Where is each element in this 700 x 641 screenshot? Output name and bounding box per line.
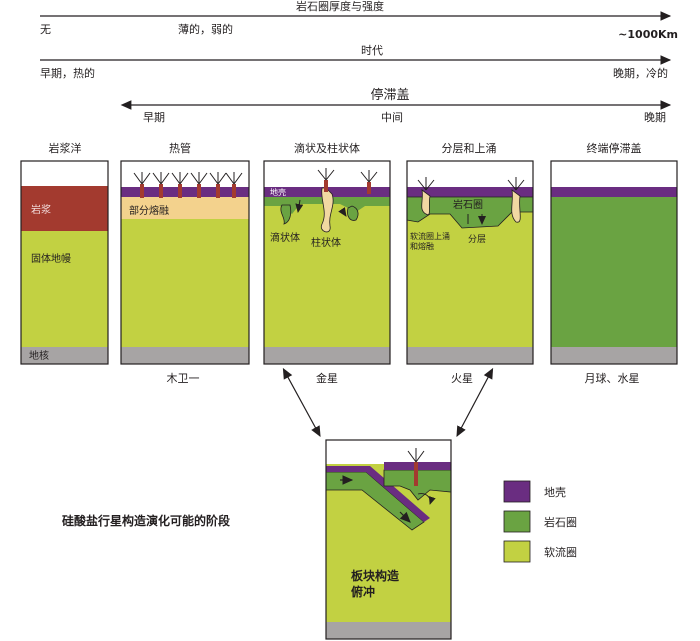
crust-label: 地壳 xyxy=(270,187,286,197)
legend-swatch-asthenosphere xyxy=(503,540,531,563)
thickness-right-label: ~1000Km xyxy=(618,28,678,41)
stagnant-mid-label: 中间 xyxy=(381,111,403,124)
panel-title: 分层和上涌 xyxy=(442,142,497,155)
stagnant-late-label: 晚期 xyxy=(644,111,666,124)
core-label: 地核 xyxy=(29,349,49,362)
drip-shape xyxy=(347,205,359,221)
link-arrow-venus xyxy=(282,367,321,438)
drip-shape xyxy=(280,204,292,225)
thickness-title: 岩石圈厚度与强度 xyxy=(296,0,384,13)
plume-label: 柱状体 xyxy=(311,236,341,249)
legend: 地壳 岩石圈 软流圈 xyxy=(503,480,577,563)
panel-drips-plumes: 滴状及柱状体 地壳 滴状体 柱状体 金星 xyxy=(263,141,391,385)
core-layer xyxy=(21,347,108,364)
panel-title: 岩浆洋 xyxy=(49,141,82,155)
magma-layer xyxy=(21,186,108,231)
plume-shape xyxy=(320,187,334,233)
example-planet: 金星 xyxy=(316,371,338,385)
core-layer xyxy=(264,347,390,364)
panel-title: 热管 xyxy=(169,141,191,155)
panel-heat-pipe: 热管 部分熔融 木卫一 xyxy=(120,141,250,385)
panel-title: 终端停滞盖 xyxy=(587,141,642,155)
core-layer xyxy=(121,347,249,364)
core-layer xyxy=(551,347,677,364)
stagnant-lid-axis: 停滞盖 早期 中间 晚期 xyxy=(120,87,672,124)
time-right-label: 晚期，冷的 xyxy=(613,66,668,80)
subducting-crust xyxy=(326,466,430,522)
subduction-label: 俯冲 xyxy=(351,584,375,599)
thickness-axis: 岩石圈厚度与强度 无 薄的，弱的 ~1000Km xyxy=(40,0,678,41)
solid-mantle-layer xyxy=(21,231,108,347)
mantle-layer xyxy=(121,219,249,347)
plate-tectonics-label: 板块构造 xyxy=(351,568,400,583)
time-axis: 时代 早期，热的 晚期，冷的 xyxy=(40,44,672,80)
thickness-mid-label: 薄的，弱的 xyxy=(178,22,233,36)
drip-label: 滴状体 xyxy=(270,231,300,244)
core-layer xyxy=(407,347,533,364)
heat-pipe-conduits xyxy=(133,172,243,198)
figure-caption: 硅酸盐行星构造演化可能的阶段 xyxy=(62,513,231,528)
magma-label: 岩浆 xyxy=(31,203,51,216)
lithosphere-layer xyxy=(264,197,390,214)
solid-mantle-label: 固体地幔 xyxy=(31,252,71,265)
melting-label: 和熔融 xyxy=(410,241,434,251)
lithosphere-label: 岩石圈 xyxy=(453,198,483,211)
upwelling-label: 软流圈上涌 xyxy=(410,231,450,241)
core-layer xyxy=(326,622,451,639)
crust-layer xyxy=(407,187,533,197)
panel-plate-tectonics: 板块构造 俯冲 xyxy=(325,439,452,640)
time-left-label: 早期，热的 xyxy=(40,66,95,80)
thickness-left-label: 无 xyxy=(40,23,51,36)
panel-magma-ocean: 岩浆洋 岩浆 固体地幔 地核 xyxy=(20,141,109,365)
upwelling-shape xyxy=(421,189,431,216)
partial-melt-layer xyxy=(121,197,249,219)
crust-layer xyxy=(121,187,249,197)
crust-layer xyxy=(551,187,677,197)
lithosphere-layer xyxy=(551,197,677,347)
example-planet: 火星 xyxy=(451,372,473,385)
legend-swatch-lithosphere xyxy=(503,510,531,533)
panel-delamination: 分层和上涌 岩石圈 软流圈上涌 和熔融 分层 火星 xyxy=(406,142,534,385)
time-title: 时代 xyxy=(361,44,383,57)
stagnant-title: 停滞盖 xyxy=(370,87,409,103)
partial-melt-label: 部分熔融 xyxy=(129,204,169,217)
legend-label-crust: 地壳 xyxy=(544,485,566,499)
example-planet: 月球、水星 xyxy=(585,371,640,385)
legend-label-asthenosphere: 软流圈 xyxy=(544,545,577,559)
legend-label-lithosphere: 岩石圈 xyxy=(544,515,577,529)
example-planet: 木卫一 xyxy=(167,372,200,385)
stagnant-early-label: 早期 xyxy=(143,111,165,124)
legend-swatch-crust xyxy=(503,480,531,503)
upwelling-shape xyxy=(511,189,521,223)
panel-title: 滴状及柱状体 xyxy=(294,141,360,155)
link-arrow-mars xyxy=(456,367,494,438)
delamination-label: 分层 xyxy=(468,234,486,245)
panel-terminal-stagnant-lid: 终端停滞盖 月球、水星 xyxy=(550,141,678,385)
